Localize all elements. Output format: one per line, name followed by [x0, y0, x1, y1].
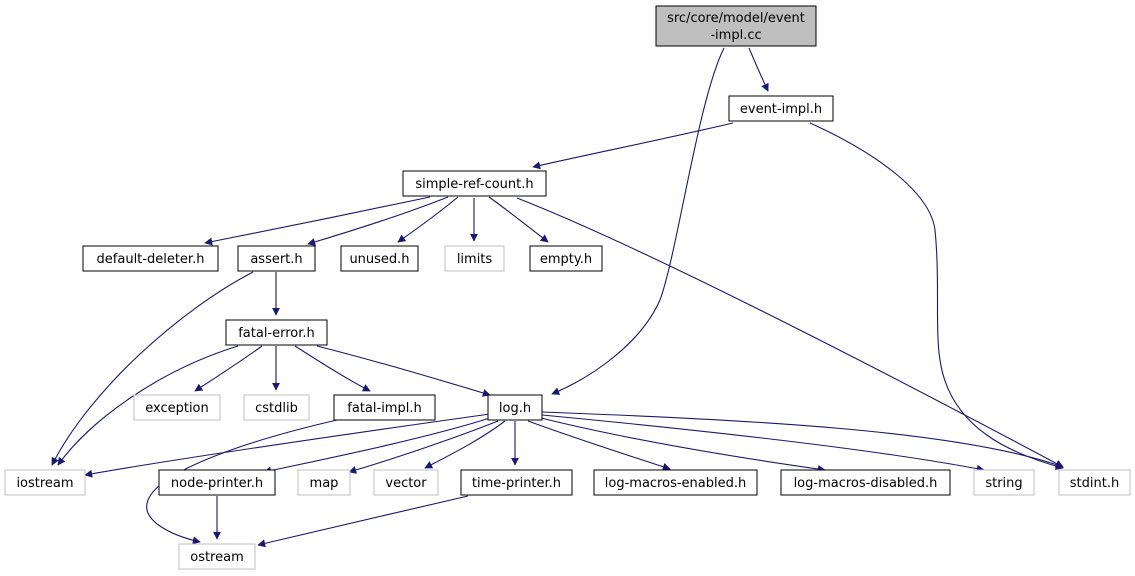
- edge-simple-ref-to-unused-h: [397, 196, 459, 243]
- node-box: [178, 543, 256, 570]
- node-box: [728, 95, 834, 122]
- node-label: default-deleter.h: [97, 252, 205, 267]
- edge-simple-ref-to-empty-h: [488, 196, 549, 243]
- node-label: limits: [457, 252, 493, 267]
- node-box: [333, 394, 436, 421]
- node-label: unused.h: [349, 252, 409, 267]
- node-label: ostream: [190, 550, 244, 565]
- node-box: [402, 170, 547, 197]
- node-exception: exception: [133, 394, 221, 421]
- node-label: fatal-error.h: [238, 326, 315, 341]
- node-label: src/core/model/event: [667, 11, 805, 26]
- node-label: time-printer.h: [472, 476, 561, 491]
- edge-fatal-impl-to-ostream: [146, 419, 338, 545]
- edge-log-h-to-map: [348, 420, 499, 474]
- edge-fatal-error-to-log-h: [316, 345, 491, 397]
- node-box: [529, 245, 603, 272]
- node-label: empty.h: [540, 252, 592, 267]
- node-label: stdint.h: [1070, 476, 1119, 491]
- node-box: [340, 245, 419, 272]
- edge-log-h-to-stdint: [541, 411, 1064, 469]
- node-box: [158, 469, 276, 496]
- node-box: [237, 245, 316, 272]
- node-box: [973, 469, 1035, 496]
- node-box: [780, 469, 951, 496]
- node-ostream: ostream: [178, 543, 256, 570]
- edge-event-impl-h-to-simple-ref: [532, 122, 734, 170]
- node-label: assert.h: [250, 252, 302, 267]
- edge-event-impl-h-to-stdint: [809, 122, 1064, 470]
- node-label: string: [985, 476, 1022, 491]
- node-label: map: [310, 476, 339, 491]
- node-root[interactable]: src/core/model/event -impl.cc: [655, 5, 817, 47]
- node-limits: limits: [444, 245, 505, 272]
- node-box: [133, 394, 221, 421]
- edge-log-h-to-log-enabled: [527, 420, 671, 471]
- node-box: [243, 394, 310, 421]
- node-label: iostream: [16, 476, 73, 491]
- node-label: -impl.cc: [710, 28, 761, 43]
- node-box: [373, 469, 439, 496]
- node-fatal-impl[interactable]: fatal-impl.h: [333, 394, 436, 421]
- node-label: log.h: [499, 401, 531, 416]
- node-box: [460, 469, 573, 496]
- node-box: [487, 394, 543, 421]
- edge-fatal-error-to-fatal-impl: [294, 345, 371, 392]
- edge-time-printer-to-ostream: [257, 495, 469, 548]
- edge-simple-ref-to-assert-h: [307, 196, 449, 246]
- node-box: [444, 245, 505, 272]
- edges-layer: [51, 47, 1064, 548]
- edge-log-h-to-iostream: [84, 413, 491, 478]
- node-box: [82, 245, 219, 272]
- node-string: string: [973, 469, 1035, 496]
- node-log-h[interactable]: log.h: [487, 394, 543, 421]
- node-box: [225, 319, 328, 346]
- node-box: [655, 5, 817, 47]
- edge-assert-h-to-iostream: [51, 271, 254, 466]
- node-label: exception: [145, 401, 209, 416]
- edge-root-to-event-impl-h: [748, 47, 769, 92]
- node-label: fatal-impl.h: [347, 401, 421, 416]
- node-simple-ref[interactable]: simple-ref-count.h: [402, 170, 547, 197]
- node-assert-h[interactable]: assert.h: [237, 245, 316, 272]
- edge-log-h-to-vector: [424, 420, 506, 469]
- node-unused-h[interactable]: unused.h: [340, 245, 419, 272]
- edge-root-to-log-h: [551, 47, 725, 395]
- node-box: [1058, 469, 1131, 496]
- node-label: cstdlib: [255, 401, 298, 416]
- node-box: [4, 469, 86, 496]
- node-label: log-macros-disabled.h: [794, 476, 938, 491]
- edge-fatal-error-to-iostream: [57, 345, 239, 466]
- node-label: event-impl.h: [740, 102, 822, 117]
- node-box: [297, 469, 351, 496]
- node-event-impl-h[interactable]: event-impl.h: [728, 95, 834, 122]
- node-log-enabled[interactable]: log-macros-enabled.h: [593, 469, 758, 496]
- node-node-printer[interactable]: node-printer.h: [158, 469, 276, 496]
- node-label: simple-ref-count.h: [415, 177, 533, 192]
- node-label: vector: [385, 476, 427, 491]
- node-cstdlib: cstdlib: [243, 394, 310, 421]
- edge-log-h-to-string: [541, 414, 985, 473]
- edge-simple-ref-to-default-del: [204, 196, 431, 246]
- edge-fatal-error-to-exception: [194, 345, 263, 392]
- nodes-layer: src/core/model/event -impl.cc event-impl.h…: [4, 5, 1131, 570]
- node-stdint: stdint.h: [1058, 469, 1131, 496]
- edge-log-h-to-node-printer: [263, 417, 491, 475]
- node-log-disabled[interactable]: log-macros-disabled.h: [780, 469, 951, 496]
- edge-simple-ref-to-stdint: [516, 197, 1064, 468]
- node-time-printer[interactable]: time-printer.h: [460, 469, 573, 496]
- node-label: node-printer.h: [171, 476, 263, 491]
- node-iostream: iostream: [4, 469, 86, 496]
- node-default-del[interactable]: default-deleter.h: [82, 245, 219, 272]
- node-fatal-error[interactable]: fatal-error.h: [225, 319, 328, 346]
- node-label: log-macros-enabled.h: [605, 476, 746, 491]
- node-map: map: [297, 469, 351, 496]
- node-box: [593, 469, 758, 496]
- edge-log-h-to-log-disabled: [540, 417, 826, 473]
- node-empty-h[interactable]: empty.h: [529, 245, 603, 272]
- node-vector: vector: [373, 469, 439, 496]
